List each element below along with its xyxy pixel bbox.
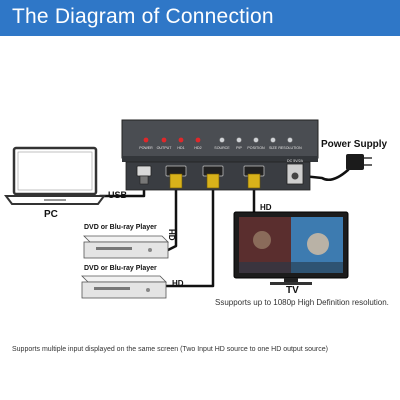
laptop-icon bbox=[4, 146, 106, 205]
button-label-position: POSITION bbox=[247, 146, 265, 150]
dvd-player-1-icon bbox=[83, 235, 169, 259]
output-led-icon bbox=[161, 137, 167, 143]
hdmi-port-1-icon bbox=[165, 165, 187, 189]
indicator-label-hd1: HD1 bbox=[177, 146, 184, 150]
tv-support-note: Ssupports up to 1080p High Definition re… bbox=[215, 298, 389, 307]
page-title: The Diagram of Connection bbox=[12, 5, 274, 28]
connection-diagram: POWER OUTPUT HD1 HD2 SOURCE PIP POSITION… bbox=[4, 119, 372, 299]
resolution-button[interactable] bbox=[287, 137, 293, 143]
power-supply-label: Power Supply bbox=[321, 139, 388, 150]
indicator-label-output: OUTPUT bbox=[157, 146, 173, 150]
hd2-led-icon bbox=[195, 137, 201, 143]
position-button[interactable] bbox=[253, 137, 259, 143]
tv-label: TV bbox=[286, 285, 299, 296]
dc-power-port-icon bbox=[286, 163, 304, 185]
bottom-note: Supports multiple input displayed on the… bbox=[12, 346, 328, 353]
button-label-pip: PIP bbox=[236, 146, 242, 150]
cables bbox=[98, 162, 354, 288]
hdmi-cable-1 bbox=[166, 186, 178, 252]
size-button[interactable] bbox=[270, 137, 276, 143]
dvd-player-2-icon bbox=[81, 275, 167, 299]
button-label-size: SIZE bbox=[269, 146, 278, 150]
indicator-label-hd2: HD2 bbox=[194, 146, 201, 150]
power-cable bbox=[301, 162, 354, 181]
source-button[interactable] bbox=[219, 137, 225, 143]
button-label-source: SOURCE bbox=[214, 146, 230, 150]
tv-icon bbox=[233, 211, 349, 285]
header-bar: The Diagram of Connection bbox=[0, 0, 400, 36]
dvd-player-1-label: DVD or Blu-ray Player bbox=[84, 224, 157, 231]
hd-cable-vertical-label: HD bbox=[167, 229, 176, 241]
hd-cable-lower-label: HD bbox=[172, 279, 184, 288]
usb-port-icon bbox=[136, 165, 152, 185]
dc-port-label: DC 5V/2A bbox=[287, 159, 304, 163]
hd1-led-icon bbox=[178, 137, 184, 143]
hdmi-output-port-icon bbox=[243, 165, 265, 189]
usb-label: USB bbox=[108, 190, 128, 200]
pc-label: PC bbox=[44, 209, 58, 220]
power-led-icon bbox=[143, 137, 149, 143]
hd-cable-tv-label: HD bbox=[260, 203, 272, 212]
pip-button[interactable] bbox=[236, 137, 242, 143]
power-plug-icon bbox=[346, 154, 372, 170]
indicator-label-power: POWER bbox=[139, 146, 153, 150]
hdmi-port-2-icon bbox=[202, 165, 224, 189]
hdmi-cable-2 bbox=[160, 186, 215, 288]
button-label-resolution: RESOLUTION bbox=[278, 146, 302, 150]
dvd-player-2-label: DVD or Blu-ray Player bbox=[84, 265, 157, 272]
